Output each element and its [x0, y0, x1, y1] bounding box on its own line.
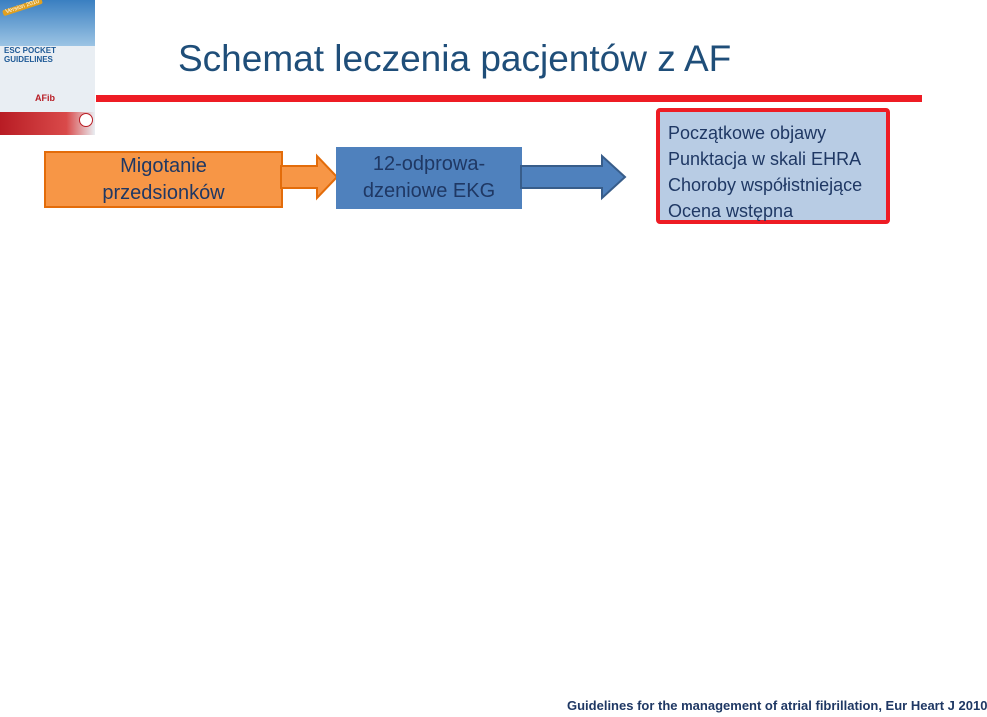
cover-bottom-band [0, 112, 95, 135]
cover-topic: AFib [35, 93, 55, 103]
eval-item-assessment: Ocena wstępna [668, 201, 794, 221]
eval-item-symptoms: Początkowe objawy [668, 123, 827, 143]
cover-series-title: ESC POCKET GUIDELINES [4, 46, 57, 64]
eval-item-comorbidities: Choroby współistniejące [668, 175, 863, 195]
ekg-box-line2: dzeniowe EKG [362, 180, 496, 202]
af-box-line1: Migotanie [120, 154, 207, 177]
eval-item-ehra: Punktacja w skali EHRA [668, 149, 862, 169]
slide-title: Schemat leczenia pacjentów z AF [178, 38, 732, 79]
af-box: Migotanie przedsionków [44, 151, 283, 208]
ekg-box: 12-odprowa- dzeniowe EKG [336, 147, 522, 209]
guidelines-cover-image: Version 2010 ESC POCKET GUIDELINES AFib [0, 0, 95, 135]
arrow-right-icon [520, 153, 627, 201]
citation-footer: Guidelines for the management of atrial … [567, 698, 987, 713]
initial-evaluation-box: Początkowe objawy Punktacja w skali EHRA… [656, 108, 890, 224]
arrow-right-icon [280, 153, 339, 201]
af-box-line2: przedsionków [102, 181, 225, 204]
heart-logo-icon [79, 113, 93, 127]
ekg-box-line1: 12-odprowa- [372, 153, 486, 175]
title-underline [96, 95, 922, 102]
